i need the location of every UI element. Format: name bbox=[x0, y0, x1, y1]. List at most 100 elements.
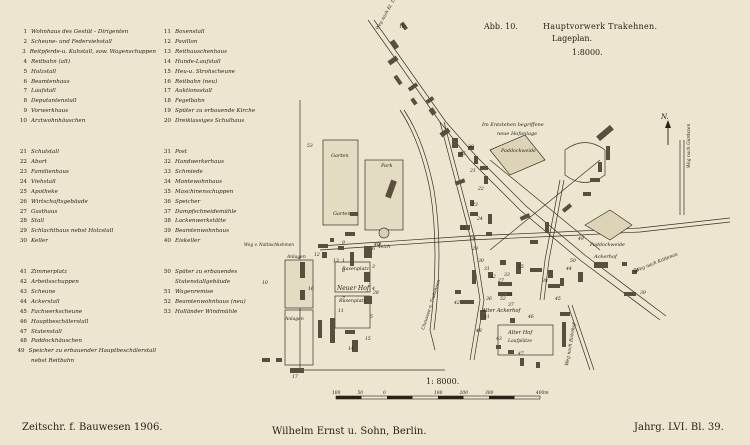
map-label-weg-nattischkehmen: Weg v. Nattischkehmen bbox=[244, 242, 294, 247]
building bbox=[516, 262, 521, 274]
legend-text: Arztwohnhäuschen bbox=[31, 118, 86, 125]
legend-text: Paddockhäuschen bbox=[31, 338, 82, 345]
roads-layer bbox=[299, 19, 731, 371]
legend-number: 29 bbox=[19, 228, 27, 235]
legend-number: 46 bbox=[19, 318, 27, 325]
building bbox=[468, 146, 474, 150]
legend-text: Reitpferde-u. Kuhstall, sow. Wagenschupp… bbox=[29, 48, 156, 55]
building bbox=[364, 272, 370, 282]
legend-number: 51 bbox=[163, 288, 171, 295]
building bbox=[520, 358, 524, 366]
building bbox=[500, 260, 506, 265]
scale-tick-label: 50 bbox=[358, 391, 364, 396]
legend-number: 11 bbox=[163, 29, 171, 35]
legend-text: Pavillon bbox=[175, 38, 198, 45]
building bbox=[498, 282, 512, 286]
building bbox=[350, 252, 354, 266]
legend-text: Montewohnhaus bbox=[175, 178, 223, 185]
legend-number: 17 bbox=[163, 88, 171, 95]
building bbox=[410, 97, 418, 106]
building bbox=[458, 152, 463, 157]
legend-text: Dreiklassiges Schulhaus bbox=[175, 118, 245, 125]
legend-number: 20 bbox=[163, 118, 171, 125]
building bbox=[496, 345, 501, 349]
legend-text: Vorwerkhaus bbox=[31, 108, 69, 115]
legend-row: nebst Reitbahn bbox=[16, 357, 156, 367]
legend-row: 52 Beamtenwohnhaus (neu) bbox=[160, 298, 300, 308]
map-scale: 1:8000. bbox=[572, 48, 603, 57]
building bbox=[560, 312, 570, 316]
legend-number: 13 bbox=[163, 48, 171, 55]
legend-row: 20 Dreiklassiges Schulhaus bbox=[160, 117, 300, 127]
building-number: 17 bbox=[292, 374, 298, 380]
building-number: 25 bbox=[459, 151, 466, 157]
building-number: 36 bbox=[486, 296, 492, 302]
legend-text: Stall bbox=[31, 218, 44, 225]
map-label-garten-1: Garten bbox=[331, 153, 349, 159]
legend-number: 26 bbox=[19, 198, 27, 205]
map-title: Hauptvorwerk Trakehnen. bbox=[543, 22, 658, 31]
legend-number: 21 bbox=[19, 149, 27, 156]
building bbox=[548, 284, 560, 288]
building-number: 18 bbox=[460, 226, 466, 232]
legend-text: nebst Reitbahn bbox=[31, 358, 75, 365]
legend-number: 9 bbox=[23, 108, 27, 115]
building-number: 9 bbox=[342, 240, 345, 246]
building bbox=[530, 268, 542, 272]
legend-number: 23 bbox=[19, 168, 27, 175]
building bbox=[425, 96, 435, 104]
building-number: 51 bbox=[633, 268, 639, 274]
building bbox=[486, 232, 492, 236]
building bbox=[387, 55, 399, 66]
plate-label: Abb. 10. bbox=[484, 22, 518, 31]
building bbox=[470, 200, 474, 206]
building-number: 50 bbox=[570, 258, 576, 264]
legend-text: Wirtschaftsgebäude bbox=[31, 198, 88, 205]
legend-text: Beamtenwohnhaus (neu) bbox=[175, 298, 246, 305]
building bbox=[290, 368, 304, 373]
legend-text: Dampfschneidemühle bbox=[175, 208, 237, 215]
building bbox=[428, 107, 437, 116]
legend-number: 5 bbox=[23, 68, 27, 75]
building bbox=[300, 290, 305, 300]
legend-number: 48 bbox=[19, 338, 27, 345]
building bbox=[330, 238, 334, 242]
building-number: 23 bbox=[471, 202, 478, 208]
building bbox=[400, 21, 408, 31]
map-label-garten-2: Garten bbox=[333, 211, 351, 217]
legend-row: Stutenstallgebäude bbox=[160, 278, 300, 288]
legend-number: 31 bbox=[163, 149, 171, 156]
legend-number: 52 bbox=[163, 298, 171, 305]
scale-tick-label: 300 bbox=[485, 391, 494, 396]
building-number: 49 bbox=[577, 236, 584, 242]
building bbox=[330, 318, 335, 343]
building bbox=[364, 246, 372, 258]
map-label-im-entstehen-2: neue Hofanlage bbox=[497, 131, 537, 137]
building-number: 13 bbox=[333, 258, 339, 264]
legend-text: Laufstall bbox=[31, 88, 56, 95]
building-number: 44 bbox=[565, 266, 572, 272]
legend-text: Spüter zu erbauende Kirche bbox=[175, 108, 256, 115]
legend-number: 3 bbox=[22, 48, 26, 55]
building-number: 1 bbox=[342, 258, 345, 264]
legend-number: 53 bbox=[163, 308, 171, 315]
map-subtitle: Lageplan. bbox=[552, 34, 593, 43]
